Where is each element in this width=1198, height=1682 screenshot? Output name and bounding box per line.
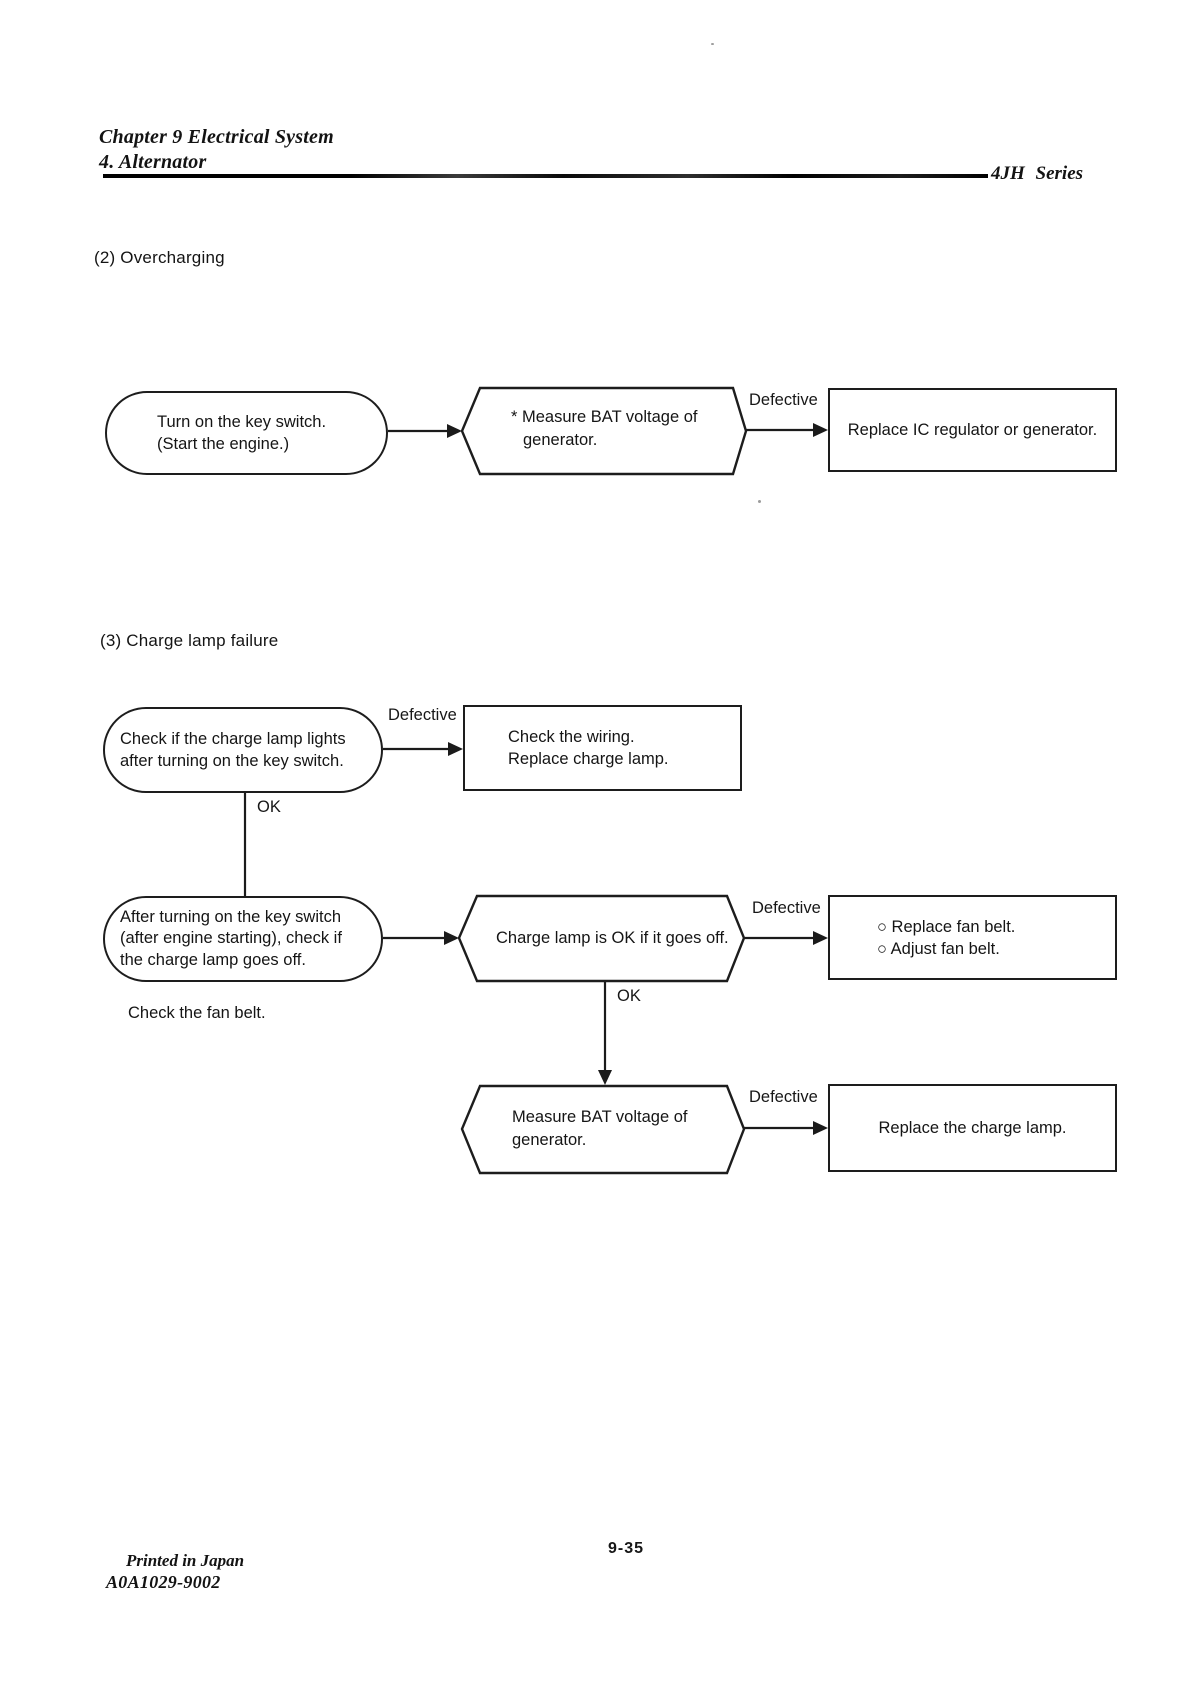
check-lamp-goes-off-terminal: After turning on the key switch (after e…	[103, 896, 383, 982]
arrowhead-right-icon	[813, 931, 828, 945]
arrowheads	[444, 423, 828, 1135]
defective-label: Defective	[388, 706, 457, 724]
arrowhead-right-icon	[813, 1121, 828, 1135]
hexagon-shapes	[457, 386, 748, 1175]
node-text-line: Replace the charge lamp.	[878, 1119, 1067, 1137]
check-fan-belt-note: Check the fan belt.	[128, 1004, 266, 1022]
node-text-line: Replace IC regulator or generator.	[847, 421, 1098, 439]
ok-label: OK	[257, 798, 281, 816]
ok-label: OK	[617, 987, 641, 1005]
arrowhead-down-icon	[598, 1070, 612, 1085]
node-text-line: (Start the engine.)	[157, 435, 290, 453]
node-text-line: (after engine starting), check if	[120, 929, 342, 948]
check-wiring-box: Check the wiring. Replace charge lamp.	[463, 705, 742, 791]
scan-speck	[758, 500, 761, 503]
node-text-line: * Measure BAT voltage of	[511, 408, 698, 426]
arrowhead-right-icon	[447, 424, 462, 438]
page-number: 9-35	[608, 1540, 645, 1557]
node-text-line: the charge lamp goes off.	[120, 950, 306, 969]
defective-label: Defective	[752, 899, 821, 917]
arrowhead-right-icon	[444, 931, 459, 945]
node-text-line: ○ Replace fan belt.	[877, 917, 1016, 936]
defective-label: Defective	[749, 1088, 818, 1106]
charge-lamp-ok-text: Charge lamp is OK if it goes off.	[496, 929, 729, 947]
measure-bat-voltage-text: Measure BAT voltage of generator.	[512, 1106, 687, 1151]
replace-fan-belt-box: ○ Replace fan belt. ○ Adjust fan belt.	[828, 895, 1117, 980]
document-code: A0A1029-9002	[106, 1572, 221, 1592]
node-text-line: After turning on the key switch	[120, 907, 342, 926]
section-heading-charge-lamp-failure: (3) Charge lamp failure	[100, 631, 279, 650]
section-heading-overcharging: (2) Overcharging	[94, 248, 225, 267]
node-text-line: ○ Adjust fan belt.	[877, 939, 1000, 958]
node-text-line: Replace charge lamp.	[508, 750, 669, 768]
start-terminal-key-switch: Turn on the key switch. (Start the engin…	[105, 391, 388, 475]
node-text-line: generator.	[523, 430, 598, 449]
node-text-line: generator.	[512, 1130, 587, 1149]
printed-in-japan-label: Printed in Japan	[126, 1551, 245, 1570]
node-text-line: Measure BAT voltage of	[512, 1108, 688, 1126]
check-charge-lamp-lights-terminal: Check if the charge lamp lights after tu…	[103, 707, 383, 793]
node-text-line: after turning on the key switch.	[120, 752, 344, 770]
arrowhead-right-icon	[448, 742, 463, 756]
node-text-line: Check if the charge lamp lights	[120, 730, 346, 748]
connector-lines	[243, 428, 820, 1130]
check-bat-voltage-hexagon	[460, 386, 748, 476]
check-bat-voltage-text: * Measure BAT voltage of generator.	[511, 406, 698, 451]
header-series-label: 4JH Series	[991, 163, 1084, 184]
arrowhead-right-icon	[813, 423, 828, 437]
replace-regulator-box: Replace IC regulator or generator.	[828, 388, 1117, 472]
node-text-line: Check the wiring.	[508, 728, 635, 746]
header-chapter-title: Chapter 9 Electrical System	[99, 126, 334, 148]
measure-bat-voltage-hexagon	[460, 1084, 746, 1175]
charge-lamp-ok-hexagon	[457, 894, 746, 983]
defective-label: Defective	[749, 391, 818, 409]
header-section-title: 4. Alternator	[99, 151, 207, 173]
scan-speck	[711, 43, 714, 45]
replace-charge-lamp-box: Replace the charge lamp.	[828, 1084, 1117, 1172]
node-text-line: Turn on the key switch.	[157, 413, 327, 431]
header-rule	[103, 174, 988, 178]
